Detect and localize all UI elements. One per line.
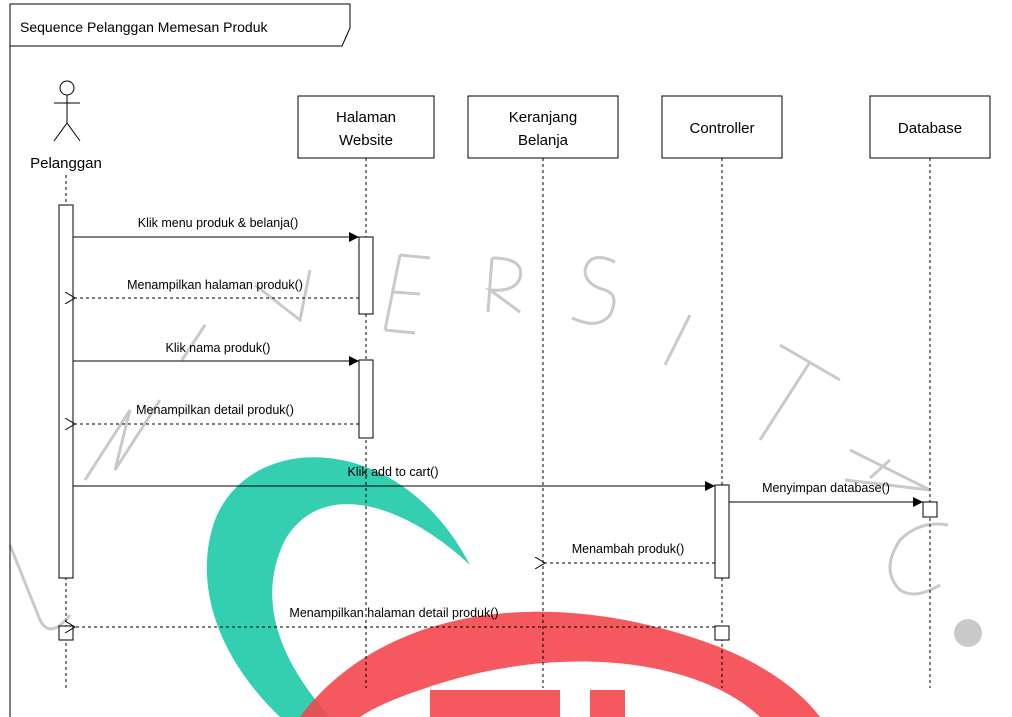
watermark-letter-r bbox=[484, 256, 523, 314]
sequence-frame: Sequence Pelanggan Memesan Produk bbox=[9, 3, 351, 717]
lifeline-website-label-2: Website bbox=[339, 132, 393, 149]
message-label-6: Menyimpan database() bbox=[762, 481, 890, 495]
actor-head bbox=[59, 80, 75, 96]
watermark-red-block-2 bbox=[590, 690, 625, 717]
watermark-red-arc bbox=[300, 611, 820, 717]
message-label-5: Klik add to cart() bbox=[347, 465, 438, 479]
lifeline-website-label-1: Halaman bbox=[336, 109, 396, 126]
watermark-letter-i2 bbox=[663, 314, 692, 366]
messages: Klik menu produk & belanja() Menampilkan… bbox=[73, 216, 923, 627]
lifeline-website: Halaman Website bbox=[297, 95, 435, 159]
activation-pelanggan bbox=[58, 204, 74, 579]
watermark bbox=[8, 253, 982, 717]
activation-database bbox=[922, 501, 938, 518]
watermark-letter-s2 bbox=[888, 522, 949, 596]
message-label-3: Klik nama produk() bbox=[166, 341, 271, 355]
message-label-4: Menampilkan detail produk() bbox=[136, 403, 294, 417]
actor-pelanggan: Pelanggan bbox=[30, 80, 102, 172]
actor-label: Pelanggan bbox=[30, 155, 102, 172]
activation-bars bbox=[58, 204, 938, 641]
watermark-letter-v bbox=[254, 269, 312, 323]
lifeline-cart-label-2: Belanja bbox=[518, 132, 569, 149]
watermark-dot bbox=[954, 619, 982, 647]
watermark-red-block bbox=[430, 690, 560, 717]
watermark-letter-i bbox=[180, 324, 207, 361]
watermark-letter-s bbox=[571, 256, 616, 325]
activation-pelanggan-end bbox=[58, 625, 74, 641]
message-label-7: Menambah produk() bbox=[572, 542, 685, 556]
watermark-letter-n bbox=[83, 399, 162, 481]
watermark-letter-t bbox=[758, 343, 841, 441]
lifeline-cart: Keranjang Belanja bbox=[467, 95, 619, 159]
activation-controller bbox=[714, 484, 730, 579]
message-label-1: Klik menu produk & belanja() bbox=[138, 216, 299, 230]
message-label-8: Menampilkan halaman detail produk() bbox=[289, 606, 498, 620]
watermark-letter-e bbox=[383, 253, 431, 335]
message-label-2: Menampilkan halaman produk() bbox=[127, 278, 303, 292]
lifeline-database: Database bbox=[869, 95, 991, 159]
lifeline-heads: Halaman Website Keranjang Belanja Contro… bbox=[297, 95, 991, 159]
activation-controller-end bbox=[714, 625, 730, 641]
lifeline-cart-label-1: Keranjang bbox=[509, 109, 577, 126]
watermark-teal-arc bbox=[206, 457, 471, 717]
frame-title: Sequence Pelanggan Memesan Produk bbox=[20, 19, 269, 35]
lifeline-controller-label: Controller bbox=[689, 120, 754, 137]
frame-title-tab bbox=[9, 3, 351, 47]
lifeline-database-label: Database bbox=[898, 120, 962, 137]
activation-website-1 bbox=[358, 236, 374, 315]
activation-website-2 bbox=[358, 359, 374, 439]
lifeline-controller: Controller bbox=[661, 95, 783, 159]
